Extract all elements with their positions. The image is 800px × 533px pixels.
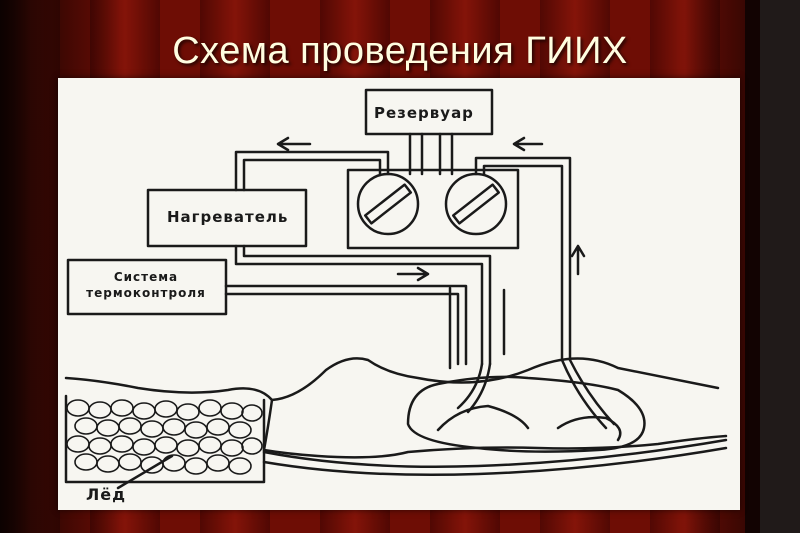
pump-housing (346, 168, 520, 250)
label-thermo-control: Система термоконтроля (70, 269, 222, 301)
label-reservoir: Резервуар (374, 104, 474, 122)
ice-stones (66, 399, 263, 475)
pump-left (356, 172, 420, 236)
hipec-scheme-drawing (64, 88, 728, 490)
label-thermo-line2: термоконтроля (86, 286, 206, 300)
label-heater: Нагреватель (167, 208, 289, 226)
diagram-photo: Резервуар Нагреватель Система термоконтр… (58, 78, 740, 510)
ice-container (64, 394, 266, 484)
pump-right (444, 172, 508, 236)
reservoir-box (364, 88, 494, 136)
slide-title: Схема проведения ГИИХ (172, 30, 628, 72)
label-thermo-line1: Система (113, 270, 179, 284)
label-ice: Лёд (86, 485, 127, 504)
heater-box (146, 188, 308, 248)
